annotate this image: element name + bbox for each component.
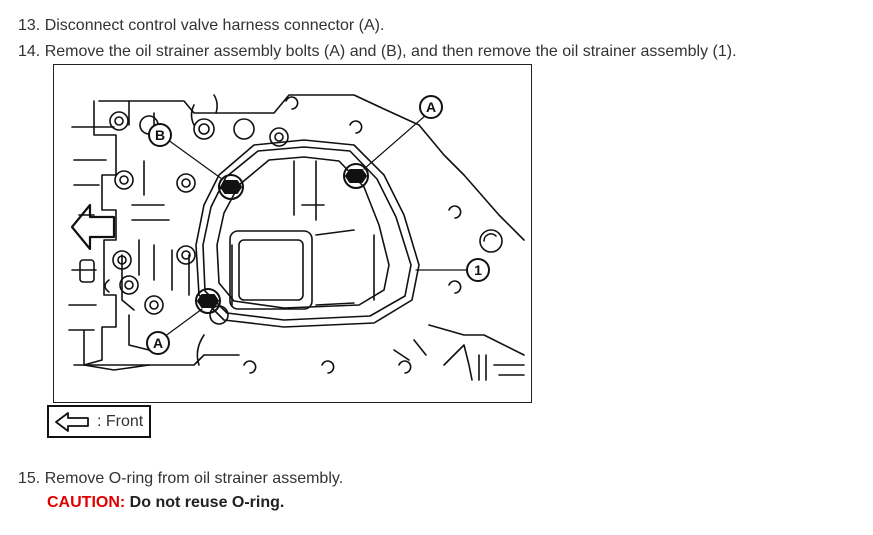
- front-arrow-icon: [55, 412, 89, 432]
- caution-text: Do not reuse O-ring.: [129, 494, 285, 511]
- callout-1: 1: [474, 262, 482, 278]
- front-arrow-icon: [70, 203, 116, 251]
- callout-b: B: [155, 127, 165, 143]
- legend-text: : Front: [97, 413, 144, 430]
- oil-strainer-figure: A B A 1: [53, 64, 532, 403]
- front-legend: : Front: [47, 405, 151, 438]
- callout-a-top: A: [426, 99, 436, 115]
- callout-circles: [146, 95, 490, 355]
- bolt-drawings: [195, 163, 369, 314]
- step-14-text: 14. Remove the oil strainer assembly bol…: [18, 43, 737, 60]
- step-13-text: 13. Disconnect control valve harness con…: [18, 17, 385, 34]
- valve-body-drawing: [68, 94, 525, 381]
- callout-leaders: [163, 114, 470, 338]
- oil-strainer-drawing: [195, 139, 420, 328]
- caution-note: CAUTION: Do not reuse O-ring.: [47, 493, 284, 513]
- step-15-text: 15. Remove O-ring from oil strainer asse…: [18, 470, 344, 487]
- callout-a-bottom: A: [153, 335, 163, 351]
- caution-label: CAUTION:: [47, 494, 126, 511]
